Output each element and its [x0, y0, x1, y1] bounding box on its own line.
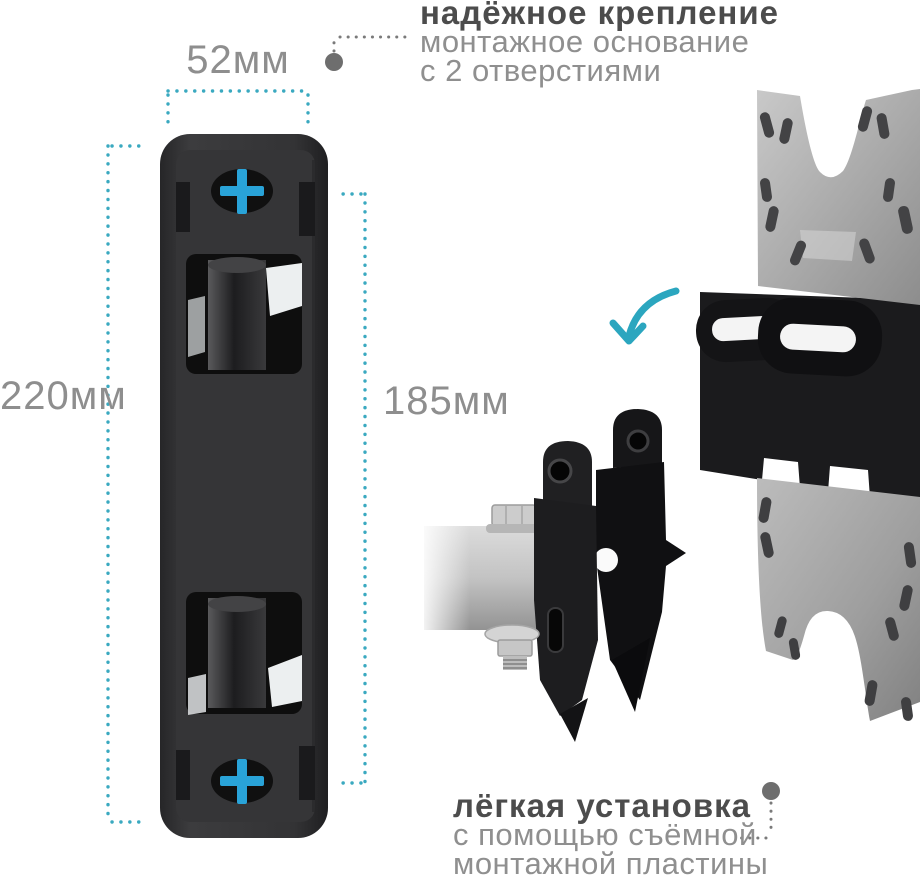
dim-width-bracket-icon — [166, 89, 310, 130]
strap-loops-icon — [695, 297, 883, 377]
dimension-lines — [106, 89, 367, 824]
dim-hole-spacing-bracket-icon — [334, 192, 367, 785]
wall-plate-front-icon — [160, 134, 328, 838]
bottom-mount-hole-cross-icon — [211, 759, 273, 804]
upper-hinge-window-icon — [186, 254, 302, 374]
callout-easy-line-2: монтажной пластины — [453, 846, 769, 881]
dimension-label-width: 52мм — [186, 38, 290, 82]
callout-top-connector-icon — [332, 35, 414, 53]
callout-connectors — [325, 35, 780, 840]
vesa-plate-icon — [695, 89, 920, 721]
curved-arrow-icon — [609, 287, 680, 345]
callout-top-dot-icon — [325, 53, 343, 71]
callout-easy-line-1: с помощью съёмной — [453, 817, 757, 852]
vesa-slots-bottom — [758, 497, 917, 721]
callout-bottom-connector-icon — [735, 801, 773, 840]
callout-secure-line-2: с 2 отверстиями — [420, 53, 662, 88]
vesa-slots-top — [759, 106, 913, 266]
callout-secure-line-1: монтажное основание — [420, 24, 750, 59]
dimension-label-height: 220мм — [0, 374, 127, 418]
callout-easy-title: лёгкая установка — [453, 787, 751, 824]
mount-plate-detail-icon — [418, 409, 686, 742]
hex-nut-icon — [486, 504, 542, 533]
callout-easy-install: лёгкая установка с помощью съёмной монта… — [453, 787, 769, 881]
bolt-icon — [484, 624, 540, 670]
callout-bottom-dot-icon — [762, 782, 780, 800]
lower-hinge-window-icon — [186, 592, 302, 715]
top-mount-hole-cross-icon — [211, 169, 273, 214]
callout-secure-mounting: надёжное крепление монтажное основание с… — [420, 0, 780, 88]
dimension-label-hole-spacing: 185мм — [383, 379, 510, 423]
callout-secure-title: надёжное крепление — [420, 0, 780, 31]
dim-height-bracket-icon — [106, 144, 147, 824]
